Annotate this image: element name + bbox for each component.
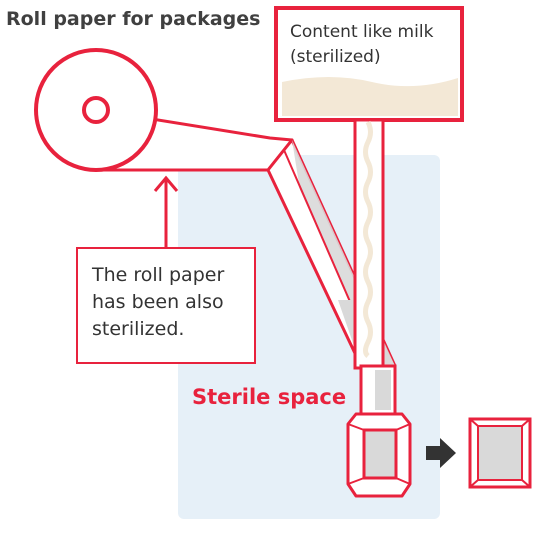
finished-package-face: [477, 425, 523, 481]
paper-roll-core: [82, 96, 110, 124]
finished-package-flap-bottom: [469, 479, 531, 488]
forming-package-shade: [362, 428, 398, 480]
callout-arrow-head: [153, 175, 179, 192]
content-label: Content like milk (sterilized): [290, 22, 434, 67]
milk-fill: [282, 77, 458, 116]
finished-package-flap-top: [469, 418, 531, 427]
tube-inner: [375, 370, 391, 410]
output-arrow: [426, 438, 456, 468]
package-seam-bottom: [347, 477, 365, 485]
package-seam-bottom-r: [395, 477, 411, 485]
package-seam-top-r: [395, 423, 411, 431]
roll-note: The roll paper has been also sterilized.: [92, 264, 225, 340]
package-seam-top: [347, 423, 365, 431]
roll-paper-label: Roll paper for packages: [6, 8, 261, 30]
milk-stream: [363, 120, 373, 358]
sterile-space-label: Sterile space: [192, 385, 347, 409]
callout-box: [76, 247, 256, 364]
